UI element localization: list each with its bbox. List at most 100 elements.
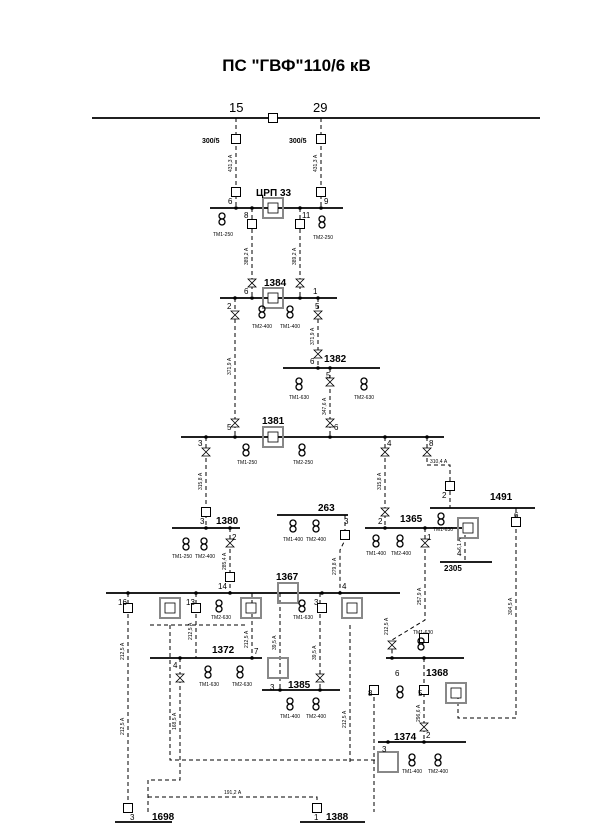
tr-label: ТМ2-630 — [232, 682, 252, 688]
label-1385: 1385 — [288, 680, 311, 691]
disconnect-6-1384 — [247, 278, 257, 288]
tr-label: ТМ2-630 — [211, 615, 231, 621]
current-label: 212,5 А — [342, 710, 348, 728]
tr-label: ТМ2-250 — [313, 235, 333, 241]
cell-number: 3 — [382, 745, 387, 754]
current-label: 371,9 А — [227, 357, 233, 375]
cell-number: 2 — [232, 533, 237, 542]
tr-label: ТМ2-400 — [428, 769, 448, 775]
current-label: 389,2 А — [292, 247, 298, 265]
cell-number: 6 — [395, 669, 400, 678]
current-label: 431,3 А — [228, 154, 234, 172]
cell-number: 3 — [200, 517, 205, 526]
cell-number: 2 — [378, 517, 383, 526]
tr-label: ТМ1-400 — [283, 537, 303, 543]
cell-1367-c — [341, 597, 363, 619]
cell-number: 8 — [244, 211, 249, 220]
cell-number: 2 — [442, 491, 447, 500]
cell-number: 4 — [457, 549, 462, 558]
label-1381: 1381 — [262, 416, 285, 427]
transformer-1381-2 — [298, 443, 306, 457]
disconnect-1-1384 — [295, 278, 305, 288]
current-label: 285,4 А — [222, 552, 228, 570]
tr-label: ТМ1-400 — [402, 769, 422, 775]
tr-label: ТМ2-400 — [306, 537, 326, 543]
cell-number: 6 — [514, 511, 519, 520]
cell-1365 — [457, 517, 479, 539]
current-label: 315,8 А — [198, 472, 204, 490]
transformer-1365-1 — [372, 534, 380, 548]
cell-number: 1 — [314, 813, 319, 822]
transformer-263-1 — [289, 519, 297, 533]
current-label: 371,9 А — [310, 327, 316, 345]
cell-number: 3 — [130, 813, 135, 822]
cell-1372 — [267, 657, 289, 679]
cell-2-1491 — [445, 481, 455, 491]
current-label: 257,9 А — [417, 587, 423, 605]
current-label: 389,2 А — [244, 247, 250, 265]
tr-label: ТМ1-630 — [289, 395, 309, 401]
cell-number: 16 — [118, 598, 127, 607]
tr-label: ТМ2-630 — [354, 395, 374, 401]
disconnect-5-1381 — [230, 418, 240, 428]
tr-label: ТМ2-400 — [306, 714, 326, 720]
current-label: 296,6 А — [416, 704, 422, 722]
transformer-1384-1 — [286, 305, 294, 319]
cell-number: 6 — [310, 357, 315, 366]
cell-number: 11 — [302, 211, 311, 220]
tr-label: ТМ1-630 — [293, 615, 313, 621]
cell-number: 8 — [429, 439, 434, 448]
transformer-1372-1 — [204, 665, 212, 679]
current-label: 212,5 А — [120, 642, 126, 660]
current-label: 6,1 А — [457, 538, 463, 550]
tr-label: ТМ1-630 — [433, 527, 453, 533]
current-label: 191,2 А — [224, 790, 242, 796]
cell-number: 4 — [342, 582, 347, 591]
tr-label: ТМ2-400 — [195, 554, 215, 560]
transformer-1381-1 — [242, 443, 250, 457]
current-label: 310,4 А — [430, 459, 448, 465]
cable-1365-1367 — [391, 528, 426, 658]
cell-number: 5 — [418, 689, 423, 698]
cell-number: 14 — [218, 582, 227, 591]
transformer-1365-2 — [396, 534, 404, 548]
cell-number: 2 — [426, 731, 431, 740]
label-263: 263 — [318, 503, 335, 514]
cell-number: 3 — [314, 598, 319, 607]
cell-number: 3 — [270, 683, 275, 692]
cell-1374 — [377, 751, 399, 773]
cell-number: 5 — [315, 302, 320, 311]
tr-label: ТМ1-400 — [280, 714, 300, 720]
label-crp33: ЦРП 33 — [256, 188, 292, 199]
cell-6-crp33 — [231, 187, 241, 197]
disconnect-4-1381 — [380, 447, 390, 457]
transformer-crp33-1 — [218, 212, 226, 226]
cell-number: 5 — [227, 423, 232, 432]
cell-3-1367 — [317, 603, 327, 613]
cable-1491-1368 — [457, 508, 517, 719]
disconnect-3-1381 — [201, 447, 211, 457]
cell-1368 — [445, 682, 467, 704]
current-label: 347,6 А — [322, 397, 328, 415]
label-1367: 1367 — [276, 572, 299, 583]
disconnect-6-1381 — [325, 418, 335, 428]
breaker-1384 — [262, 287, 284, 309]
tr-label: ТМ2-400 — [391, 551, 411, 557]
cell-3-263 — [340, 530, 350, 540]
section-breaker — [268, 113, 278, 123]
transformer-1367-2 — [298, 599, 306, 613]
current-label: 168,5 А — [172, 712, 178, 730]
transformer-1374-1 — [408, 753, 416, 767]
cell-3-1698 — [123, 803, 133, 813]
cell-number: 13 — [186, 598, 195, 607]
current-label: 212,5 А — [384, 617, 390, 635]
label-1365: 1365 — [400, 514, 423, 525]
label-1380: 1380 — [216, 516, 239, 527]
transformer-1367-1 — [215, 599, 223, 613]
transformer-1380-1 — [182, 537, 190, 551]
label-1491: 1491 — [490, 492, 513, 503]
transformer-1372-2 — [236, 665, 244, 679]
current-label: 431,3 А — [313, 154, 319, 172]
cell-number: 1 — [427, 533, 432, 542]
breaker-1367 — [277, 582, 299, 604]
